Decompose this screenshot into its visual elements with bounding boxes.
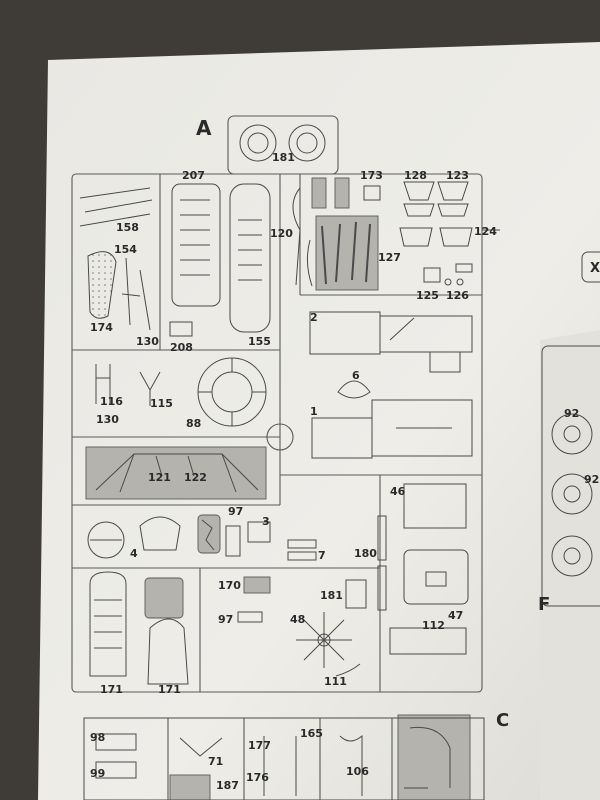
part-label: 125 [416,289,439,302]
part-label: 7 [318,549,326,562]
part-label: 98 [90,731,106,744]
sprue-a-tab [227,115,339,175]
part-label: 208 [170,341,193,354]
part-label: 181 [320,589,343,602]
part-label: 48 [290,613,306,626]
part-label: 130 [136,335,159,348]
part-label: 124 [474,225,497,238]
part-label: 165 [300,727,323,740]
part-label: 126 [446,289,469,302]
sprue-letter-a: A [196,116,212,140]
part-label: 116 [100,395,123,408]
part-label: 154 [114,243,137,256]
part-label: 106 [346,765,369,778]
part-label: 128 [404,169,427,182]
part-187-shaded [169,774,211,800]
part-label: 207 [182,169,205,182]
part-label: 97 [228,505,244,518]
part-170-block [243,576,271,594]
part-label: 173 [360,169,383,182]
part-label: 122 [184,471,207,484]
part-label: 171 [158,683,181,696]
part-label: 121 [148,471,171,484]
part-label: 120 [270,227,293,240]
part-label: 176 [246,771,269,784]
part-label: 47 [448,609,464,622]
part-label: 115 [150,397,173,410]
sprue-letter-f: F [538,594,551,615]
part-c-shaded [397,714,471,800]
part-label: 71 [208,755,224,768]
sprue-letter-x: X [590,261,600,276]
part-label: 92 [584,473,600,486]
part-label: 46 [390,485,406,498]
part-label: 180 [354,547,377,560]
part-label: 111 [324,675,347,688]
part-label: 1 [310,405,318,418]
part-171-block [144,577,184,619]
sprue-a [71,115,483,693]
part-label: 158 [116,221,139,234]
part-label: 99 [90,767,106,780]
part-label: 88 [186,417,202,430]
part-label: 177 [248,739,271,752]
part-label: 174 [90,321,113,334]
part-label: 3 [262,515,270,528]
part-label: 6 [352,369,360,382]
part-drawings [79,124,600,800]
part-label: 127 [378,251,401,264]
part-label: 171 [100,683,123,696]
part-121-122-panel [85,446,267,500]
part-label: 2 [310,311,318,324]
part-label: 187 [216,779,239,792]
part-label: 181 [272,151,295,164]
part-label: 123 [446,169,469,182]
part-label: 170 [218,579,241,592]
part-label: 155 [248,335,271,348]
part-label: 92 [564,407,580,420]
part-label: 112 [422,619,445,632]
sprue-letter-c: C [496,710,510,731]
second-sheet [540,330,600,800]
part-label: 130 [96,413,119,426]
part-label: 97 [218,613,234,626]
part-label: 4 [130,547,138,560]
shaded-parts [85,177,471,800]
